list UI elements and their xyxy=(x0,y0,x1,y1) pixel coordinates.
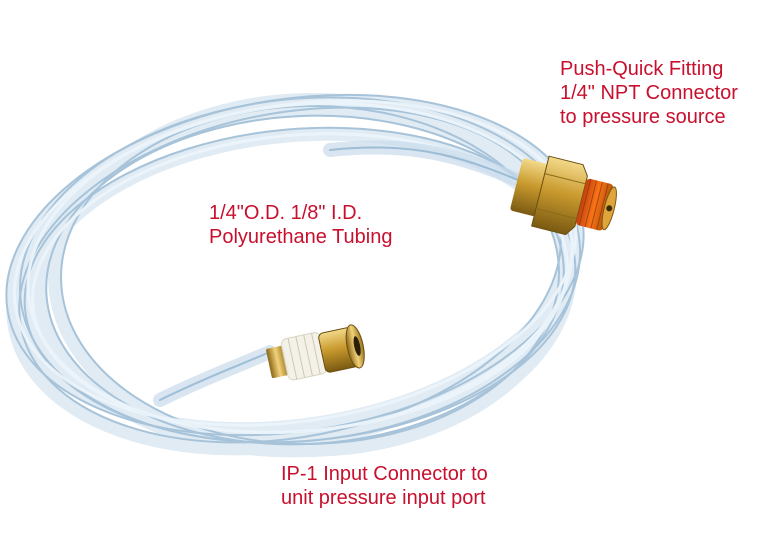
callout-push-quick-fitting: Push-Quick Fitting 1/4" NPT Connector to… xyxy=(560,57,738,129)
callout-input-line-1: IP-1 Input Connector to xyxy=(281,463,488,485)
callout-fitting-line-1: Push-Quick Fitting xyxy=(560,58,724,80)
callout-fitting-line-2: 1/4" NPT Connector xyxy=(560,82,738,104)
callout-input-connector: IP-1 Input Connector to unit pressure in… xyxy=(281,462,488,510)
callout-tubing-line-2: Polyurethane Tubing xyxy=(209,226,393,248)
callout-tubing: 1/4"O.D. 1/8" I.D. Polyurethane Tubing xyxy=(209,201,392,249)
tubing-coil xyxy=(5,92,585,458)
callout-tubing-line-1: 1/4"O.D. 1/8" I.D. xyxy=(209,202,363,224)
callout-fitting-line-3: to pressure source xyxy=(560,106,726,128)
ip1-input-connector xyxy=(266,324,365,381)
push-quick-fitting xyxy=(510,155,617,236)
callout-input-line-2: unit pressure input port xyxy=(281,487,486,509)
